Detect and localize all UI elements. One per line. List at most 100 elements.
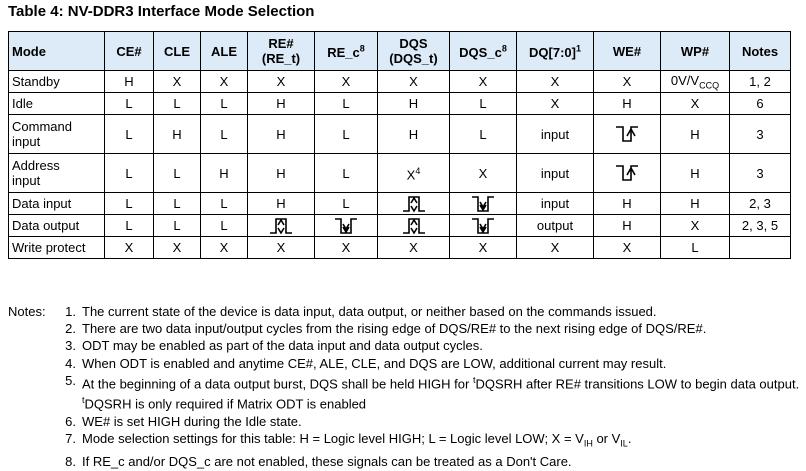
- table-title: Table 4: NV-DDR3 Interface Mode Selectio…: [8, 3, 315, 20]
- toggle-low-waveform-icon: [335, 217, 357, 234]
- notes-cell: 6: [729, 92, 791, 115]
- col-header-we: WE#: [593, 31, 661, 71]
- rising-edge-waveform-icon: [616, 165, 638, 181]
- dqs-cell: H: [377, 92, 450, 115]
- col-header-cle: CLE: [153, 31, 201, 71]
- note-item: 3. ODT may be enabled as part of the data…: [8, 337, 802, 354]
- dqsc-cell: [449, 214, 517, 237]
- rec-cell: L: [314, 192, 378, 215]
- note-item: Notes:1.The current state of the device …: [8, 303, 802, 320]
- wp-cell: H: [660, 114, 730, 154]
- mode-cell: Standby: [8, 70, 105, 93]
- note-number: 7.: [65, 431, 76, 447]
- notes-cell: 2, 3: [729, 192, 791, 215]
- note-item: 7. Mode selection settings for this table…: [8, 430, 802, 453]
- mode-cell: Write protect: [8, 236, 105, 259]
- rec-cell: X: [314, 70, 378, 93]
- ale-cell: L: [200, 114, 248, 154]
- notes-cell: 1, 2: [729, 70, 791, 93]
- col-header-dqsc: DQS_c8: [449, 31, 517, 71]
- col-header-ce: CE#: [104, 31, 154, 71]
- rec-cell: L: [314, 153, 378, 193]
- dq-cell: output: [516, 214, 594, 237]
- notes-cell: 2, 3, 5: [729, 214, 791, 237]
- cle-cell: L: [153, 153, 201, 193]
- dqs-cell: [377, 214, 450, 237]
- cle-cell: H: [153, 114, 201, 154]
- toggle-low-waveform-icon: [472, 217, 494, 234]
- dqsc-cell: X: [449, 236, 517, 259]
- ce-cell: L: [104, 114, 154, 154]
- note-text: WE# is set HIGH during the Idle state.: [82, 413, 302, 429]
- col-header-ale: ALE: [200, 31, 248, 71]
- wp-cell: 0V/VCCQ: [660, 70, 730, 93]
- we-cell: H: [593, 92, 661, 115]
- note-number: 3.: [65, 338, 76, 354]
- ce-cell: L: [104, 214, 154, 237]
- cle-cell: L: [153, 192, 201, 215]
- note-number: 6.: [65, 413, 76, 429]
- cle-cell: X: [153, 236, 201, 259]
- ce-cell: L: [104, 153, 154, 193]
- dqs-cell: X: [377, 70, 450, 93]
- notes-label: [8, 320, 58, 337]
- note-number: 1.: [65, 304, 76, 319]
- dq-cell: X: [516, 236, 594, 259]
- note-item: 2.There are two data input/output cycles…: [8, 320, 802, 337]
- notes-block: Notes:1.The current state of the device …: [8, 303, 802, 470]
- notes-label: [8, 355, 58, 372]
- col-header-dq-text: DQ[7:0]1: [529, 43, 581, 61]
- note-text: At the beginning of a data output burst,…: [82, 374, 800, 412]
- notes-cell: [729, 236, 791, 259]
- notes-cell: 3: [729, 114, 791, 154]
- wp-cell: H: [660, 192, 730, 215]
- we-cell: H: [593, 214, 661, 237]
- note-text: There are two data input/output cycles f…: [82, 321, 707, 337]
- notes-label: [8, 453, 58, 470]
- re-cell: H: [247, 92, 315, 115]
- col-header-mode: Mode: [8, 31, 105, 71]
- dq-cell: X: [516, 70, 594, 93]
- note-text: When ODT is enabled and anytime CE#, ALE…: [82, 355, 667, 371]
- notes-label: [8, 413, 58, 430]
- cle-cell: X: [153, 70, 201, 93]
- col-header-re-text: RE#(RE_t): [261, 36, 301, 66]
- notes-label: [8, 372, 58, 413]
- mode-selection-table: Mode CE# CLE ALE RE#(RE_t) RE_c8 DQS(DQS…: [8, 31, 791, 259]
- dqsc-cell: [449, 192, 517, 215]
- rec-cell: L: [314, 92, 378, 115]
- re-cell: X: [247, 70, 315, 93]
- note-number: 4.: [65, 355, 76, 371]
- col-header-rec-text: RE_c8: [327, 43, 365, 61]
- re-cell: [247, 214, 315, 237]
- header-row: Mode CE# CLE ALE RE#(RE_t) RE_c8 DQS(DQS…: [8, 31, 791, 71]
- dqsc-cell: L: [449, 92, 517, 115]
- ce-cell: L: [104, 92, 154, 115]
- mode-cell: Idle: [8, 92, 105, 115]
- col-header-dqs-text: DQS(DQS_t): [389, 36, 438, 66]
- ale-cell: L: [200, 192, 248, 215]
- we-cell: X: [593, 70, 661, 93]
- dqs-cell: X4: [377, 153, 450, 193]
- rec-cell: X: [314, 236, 378, 259]
- note-text: Mode selection settings for this table: …: [82, 431, 632, 449]
- toggle-high-waveform-icon: [402, 195, 425, 213]
- notes-label: [8, 430, 58, 453]
- note-text: ODT may be enabled as part of the data i…: [82, 338, 483, 354]
- note-text: The current state of the device is data …: [82, 304, 657, 319]
- dq-cell: input: [516, 192, 594, 215]
- note-item: 4. When ODT is enabled and anytime CE#, A…: [8, 355, 802, 372]
- dq-cell: input: [516, 153, 594, 193]
- rec-cell: L: [314, 114, 378, 154]
- dqsc-cell: L: [449, 114, 517, 154]
- col-header-wp: WP#: [660, 31, 730, 71]
- notes-cell: 3: [729, 153, 791, 193]
- note-item: 8.If RE_c and/or DQS_c are not enabled, …: [8, 453, 802, 470]
- col-header-dqsc-text: DQS_c8: [459, 43, 507, 61]
- ce-cell: X: [104, 236, 154, 259]
